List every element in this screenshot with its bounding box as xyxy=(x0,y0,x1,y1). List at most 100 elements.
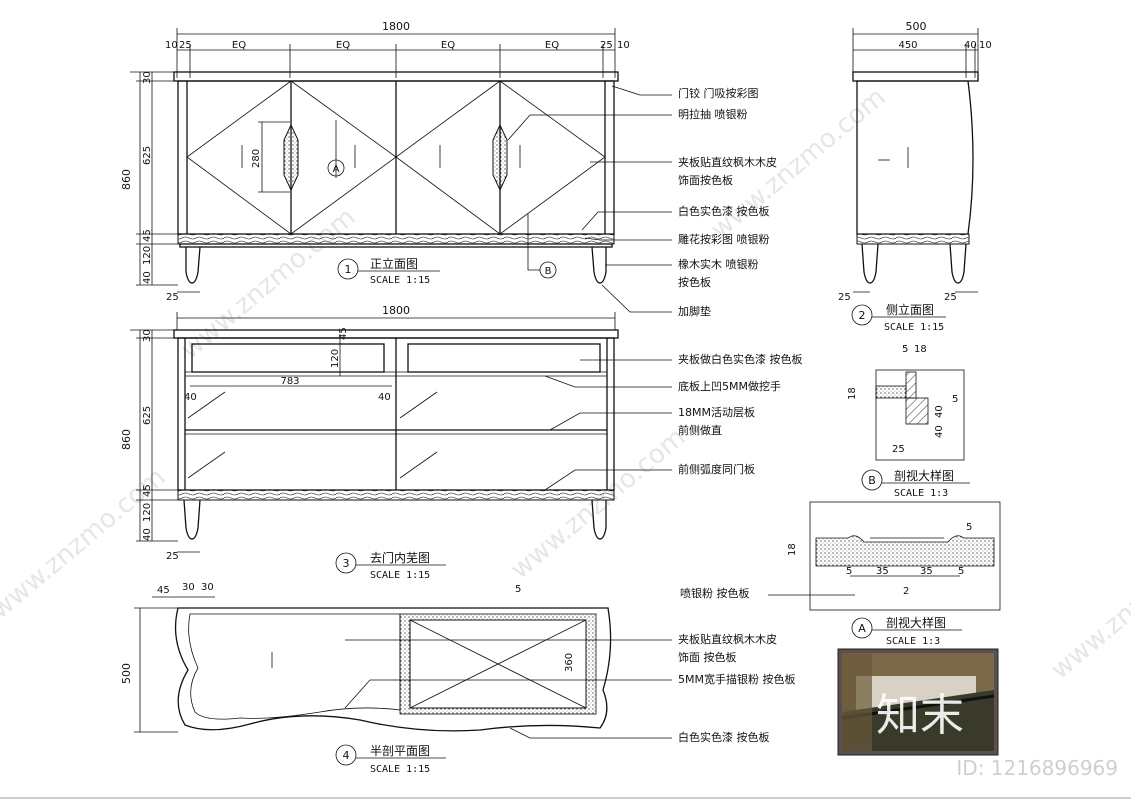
svg-text:30: 30 xyxy=(142,71,153,84)
watermark-site: www.znzmo.com xyxy=(175,202,361,365)
svg-text:5: 5 xyxy=(902,344,908,355)
annotation-labels: 门铰 门吸按彩图 明拉抽 喷银粉 夹板贴直纹枫木木皮 饰面按色板 白色实色漆 按… xyxy=(678,86,803,744)
svg-text:45: 45 xyxy=(338,327,349,340)
annotation-label: 前侧做直 xyxy=(678,423,722,437)
svg-text:40: 40 xyxy=(142,528,153,541)
view-scale: SCALE 1:15 xyxy=(370,275,430,286)
svg-text:半剖平面图: 半剖平面图 xyxy=(370,744,430,758)
svg-text:40: 40 xyxy=(934,425,945,438)
svg-text:B: B xyxy=(868,474,876,487)
svg-text:25: 25 xyxy=(166,292,179,303)
annotation-label: 底板上凹5MM做挖手 xyxy=(678,379,781,393)
svg-text:4: 4 xyxy=(343,749,350,762)
svg-text:40: 40 xyxy=(934,405,945,418)
dim-25: 25 xyxy=(179,40,192,51)
svg-text:SCALE 1:15: SCALE 1:15 xyxy=(884,322,944,333)
annotation-label: 夹板贴直纹枫木木皮 xyxy=(678,632,777,646)
detail-a-view: 18 5 35 35 5 5 2 A 剖视大样图 SCALE 1:3 xyxy=(787,501,1001,647)
svg-text:30: 30 xyxy=(142,329,153,342)
annotation-label: 饰面 按色板 xyxy=(678,650,737,664)
annotation-label: 饰面按色板 xyxy=(678,173,733,187)
svg-text:45: 45 xyxy=(142,484,153,497)
svg-text:30: 30 xyxy=(201,582,214,593)
interior-elevation-view: 1800 45 120 783 40 40 30 xyxy=(120,304,619,581)
svg-text:35: 35 xyxy=(920,566,933,577)
svg-text:SCALE 1:15: SCALE 1:15 xyxy=(370,570,430,581)
svg-text:2: 2 xyxy=(903,586,909,597)
annotation-label: 雕花按彩图 喷银粉 xyxy=(678,232,770,246)
half-section-plan-view: 45 30 30 500 5 360 4 半剖平面图 SCALE 1:15 xyxy=(120,582,612,775)
svg-text:40: 40 xyxy=(964,40,977,51)
dim-10: 10 xyxy=(617,40,630,51)
annotation-label: 加脚垫 xyxy=(678,304,711,318)
annotation-label: 夹板做白色实色漆 按色板 xyxy=(678,352,803,366)
svg-text:25: 25 xyxy=(166,551,179,562)
view-title: 正立面图 xyxy=(370,256,418,271)
front-elevation-view: 1800 10 25 EQ EQ EQ EQ 25 10 30 625 860 … xyxy=(120,20,630,303)
annotation-label: 门铰 门吸按彩图 xyxy=(678,86,759,100)
svg-text:40: 40 xyxy=(378,392,391,403)
svg-text:45: 45 xyxy=(157,585,170,596)
svg-text:剖视大样图: 剖视大样图 xyxy=(886,615,946,630)
annotation-label: 白色实色漆 按色板 xyxy=(678,204,770,218)
svg-text:侧立面图: 侧立面图 xyxy=(886,302,934,317)
detail-b-view: 5 18 18 5 40 40 25 B 剖视大样图 SCALE 1:3 xyxy=(847,344,970,499)
watermark-id: ID: 1216896969 xyxy=(956,756,1118,780)
svg-text:120: 120 xyxy=(142,246,153,265)
svg-text:450: 450 xyxy=(898,40,917,51)
svg-text:40: 40 xyxy=(184,392,197,403)
svg-text:625: 625 xyxy=(142,406,153,425)
svg-text:2: 2 xyxy=(859,309,866,322)
side-elevation-view: 500 450 40 10 25 25 2 侧立面图 SCALE 1:15 xyxy=(838,20,992,333)
svg-text:500: 500 xyxy=(120,663,133,684)
annotation-label: 按色板 xyxy=(678,275,711,289)
annotation-label: 5MM宽手描银粉 按色板 xyxy=(678,672,795,686)
dim-eq: EQ xyxy=(336,40,350,51)
annotation-label: 白色实色漆 按色板 xyxy=(678,730,770,744)
svg-text:3: 3 xyxy=(343,557,350,570)
svg-text:860: 860 xyxy=(120,169,133,190)
svg-text:500: 500 xyxy=(906,20,927,33)
svg-text:783: 783 xyxy=(280,376,299,387)
svg-text:5: 5 xyxy=(966,522,972,533)
svg-text:5: 5 xyxy=(846,566,852,577)
svg-text:18: 18 xyxy=(914,344,927,355)
svg-text:45: 45 xyxy=(142,229,153,242)
watermark-site: www.znzmo.com xyxy=(1045,522,1131,685)
annotation-label: 前侧弧度同门板 xyxy=(678,462,755,476)
overall-width-dim: 1800 xyxy=(382,20,410,33)
svg-text:360: 360 xyxy=(564,653,575,672)
svg-text:625: 625 xyxy=(142,146,153,165)
dim-eq: EQ xyxy=(441,40,455,51)
svg-text:A: A xyxy=(858,622,866,635)
watermark-logo: 知末 xyxy=(876,690,964,741)
svg-text:120: 120 xyxy=(142,503,153,522)
annotation-label: 橡木实木 喷银粉 xyxy=(678,257,759,271)
svg-text:SCALE 1:3: SCALE 1:3 xyxy=(894,488,948,499)
svg-text:B: B xyxy=(545,266,552,277)
svg-text:SCALE 1:15: SCALE 1:15 xyxy=(370,764,430,775)
dim-25: 25 xyxy=(600,40,613,51)
svg-text:18: 18 xyxy=(787,543,798,556)
watermark-site: www.znzmo.com xyxy=(505,422,691,585)
dim-eq: EQ xyxy=(545,40,559,51)
svg-text:5: 5 xyxy=(958,566,964,577)
svg-text:25: 25 xyxy=(892,444,905,455)
svg-text:25: 25 xyxy=(838,292,851,303)
svg-text:5: 5 xyxy=(952,394,958,405)
annotation-leaders xyxy=(344,85,855,739)
section-marker-a xyxy=(327,159,345,177)
svg-text:10: 10 xyxy=(979,40,992,51)
dim-eq: EQ xyxy=(232,40,246,51)
annotation-label: 喷银粉 按色板 xyxy=(680,586,750,600)
svg-text:1800: 1800 xyxy=(382,304,410,317)
annotation-label: 明拉抽 喷银粉 xyxy=(678,107,748,121)
svg-text:35: 35 xyxy=(876,566,889,577)
reference-photo: 知末 xyxy=(837,648,999,756)
svg-text:A: A xyxy=(333,164,340,175)
section-marker-b xyxy=(539,261,557,279)
svg-text:18: 18 xyxy=(847,387,858,400)
svg-text:剖视大样图: 剖视大样图 xyxy=(894,468,954,483)
svg-text:25: 25 xyxy=(944,292,957,303)
